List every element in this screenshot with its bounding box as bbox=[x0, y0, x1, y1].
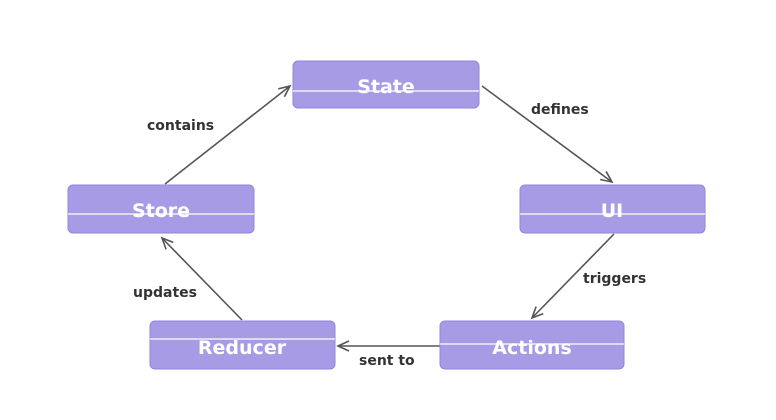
edge-labels: defines triggers sent to updates contain… bbox=[133, 102, 646, 369]
edge-label-contains: contains bbox=[147, 118, 214, 134]
node-ui: UI bbox=[519, 184, 706, 234]
node-ui-label: UI bbox=[601, 200, 624, 222]
edge-label-triggers: triggers bbox=[583, 271, 646, 287]
edge-defines-arrow bbox=[481, 85, 614, 184]
node-store: Store bbox=[67, 184, 255, 234]
node-store-label: Store bbox=[132, 200, 190, 222]
node-reducer-label: Reducer bbox=[198, 337, 287, 359]
edge-triggers-arrow bbox=[530, 233, 615, 320]
edges bbox=[160, 84, 615, 352]
edge-contains-arrow bbox=[164, 84, 292, 185]
node-state-label: State bbox=[357, 76, 415, 98]
edge-label-sent-to: sent to bbox=[359, 353, 415, 369]
edge-label-updates: updates bbox=[133, 285, 197, 301]
edge-updates-arrow bbox=[160, 236, 243, 321]
node-reducer: Reducer bbox=[149, 320, 336, 370]
node-actions-label: Actions bbox=[492, 337, 571, 359]
node-state: State bbox=[292, 60, 480, 109]
node-actions: Actions bbox=[439, 320, 625, 370]
edge-label-defines: defines bbox=[531, 102, 589, 118]
